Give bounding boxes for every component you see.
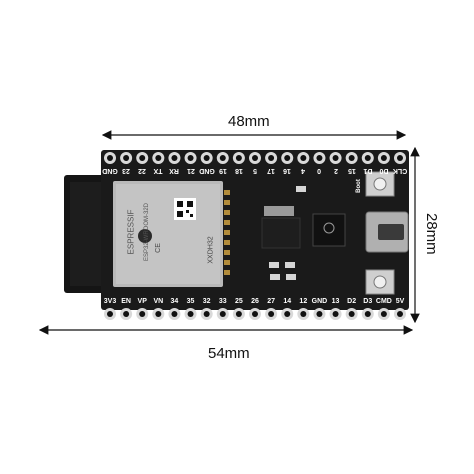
pin-hole (171, 311, 178, 317)
module-model: ESP32-WROOM-32D (144, 202, 151, 262)
pin-hole (332, 311, 339, 317)
bottom-pin-label: 25 (234, 298, 243, 305)
bottom-pin-label: 35 (186, 298, 195, 305)
pin-hole (397, 155, 403, 161)
length-label: 54mm (208, 345, 250, 362)
bottom-pin-label: D3 (363, 298, 373, 305)
pin-hole (155, 155, 162, 161)
bottom-pin-label: GND (311, 298, 328, 305)
pin-hole (107, 155, 113, 161)
top-pin-label: 2 (333, 167, 338, 174)
top-pin-label: 15 (347, 167, 356, 174)
pin-hole (219, 311, 226, 317)
small-component (270, 274, 280, 280)
pin-hole (139, 155, 146, 161)
width-label: 48mm (228, 113, 270, 130)
module-cert: CE (154, 243, 162, 253)
pin-hole (252, 155, 258, 161)
top-pin-label: CLK (392, 167, 408, 174)
pin-hole (348, 311, 355, 317)
top-pin-label: 21 (186, 167, 195, 174)
module-pad (224, 230, 230, 235)
voltage-regulator (261, 217, 301, 249)
module-pad (224, 260, 230, 265)
top-pin-label: GND (198, 167, 215, 174)
usb-chip-logo-icon (323, 222, 335, 234)
top-header-pins (104, 152, 406, 164)
pin-hole (284, 155, 291, 161)
bottom-pin-label: CMD (375, 298, 392, 305)
module-pad (224, 200, 230, 205)
bottom-pin-label: VN (153, 298, 164, 305)
usb-uart-chip (312, 213, 346, 247)
pin-hole (252, 311, 258, 317)
bottom-pin-label: 14 (283, 298, 292, 305)
pin-hole (171, 155, 178, 161)
small-component (285, 262, 295, 268)
pin-hole (107, 311, 113, 317)
pin-hole (332, 155, 339, 161)
boot-label: Boot (355, 179, 362, 193)
bottom-pin-label: 33 (218, 298, 227, 305)
bottom-pin-label: 34 (170, 298, 179, 305)
pin-hole (268, 155, 275, 161)
pin-hole (235, 155, 242, 161)
espressif-logo-icon (138, 229, 152, 243)
pin-hole (123, 155, 130, 161)
bottom-pin-label: 26 (251, 298, 259, 305)
top-pin-label: RX (169, 167, 180, 174)
pin-hole (268, 311, 275, 317)
pin-hole (155, 311, 162, 317)
bottom-pin-label: 12 (299, 298, 308, 305)
pin-hole (139, 311, 146, 317)
module-pad (224, 250, 230, 255)
pin-hole (380, 311, 387, 317)
pin-hole (300, 155, 307, 161)
bottom-pin-label: VP (137, 298, 147, 305)
pin-hole (203, 311, 210, 317)
pin-hole (203, 155, 210, 161)
bottom-pin-label: 13 (331, 298, 340, 305)
bottom-pin-label: 27 (267, 298, 275, 305)
pin-hole (316, 311, 323, 317)
pin-hole (235, 311, 242, 317)
height-label: 28mm (423, 213, 440, 255)
small-component (296, 186, 306, 192)
module-pad (224, 190, 230, 195)
small-component (286, 274, 296, 280)
module-pads (224, 190, 230, 275)
bottom-pin-label: 32 (202, 298, 211, 305)
bottom-pin-label: 5V (395, 298, 405, 305)
pin-hole (364, 155, 371, 161)
bottom-pin-label: 3V3 (103, 298, 117, 305)
bottom-pin-label: D2 (347, 298, 357, 305)
pin-hole (123, 311, 130, 317)
bottom-pin-label: EN (121, 298, 131, 305)
module-pad (224, 220, 230, 225)
module-pad (224, 210, 230, 215)
pin-hole (219, 155, 226, 161)
pin-hole (300, 311, 307, 317)
small-component (269, 262, 279, 268)
pin-hole (348, 155, 355, 161)
module-pad (224, 240, 230, 245)
pin-hole (187, 155, 194, 161)
pin-hole (284, 311, 291, 317)
module-code: XXDH32 (207, 236, 215, 264)
top-pin-label: 0 (317, 167, 322, 174)
pin-hole (316, 155, 323, 161)
pin-hole (364, 311, 371, 317)
pin-hole (187, 311, 194, 317)
bottom-header-pins (104, 308, 406, 320)
module-brand: ESPRESSIF (126, 209, 136, 255)
pin-hole (397, 311, 403, 317)
pin-hole (380, 155, 387, 161)
module-pad (224, 270, 230, 275)
